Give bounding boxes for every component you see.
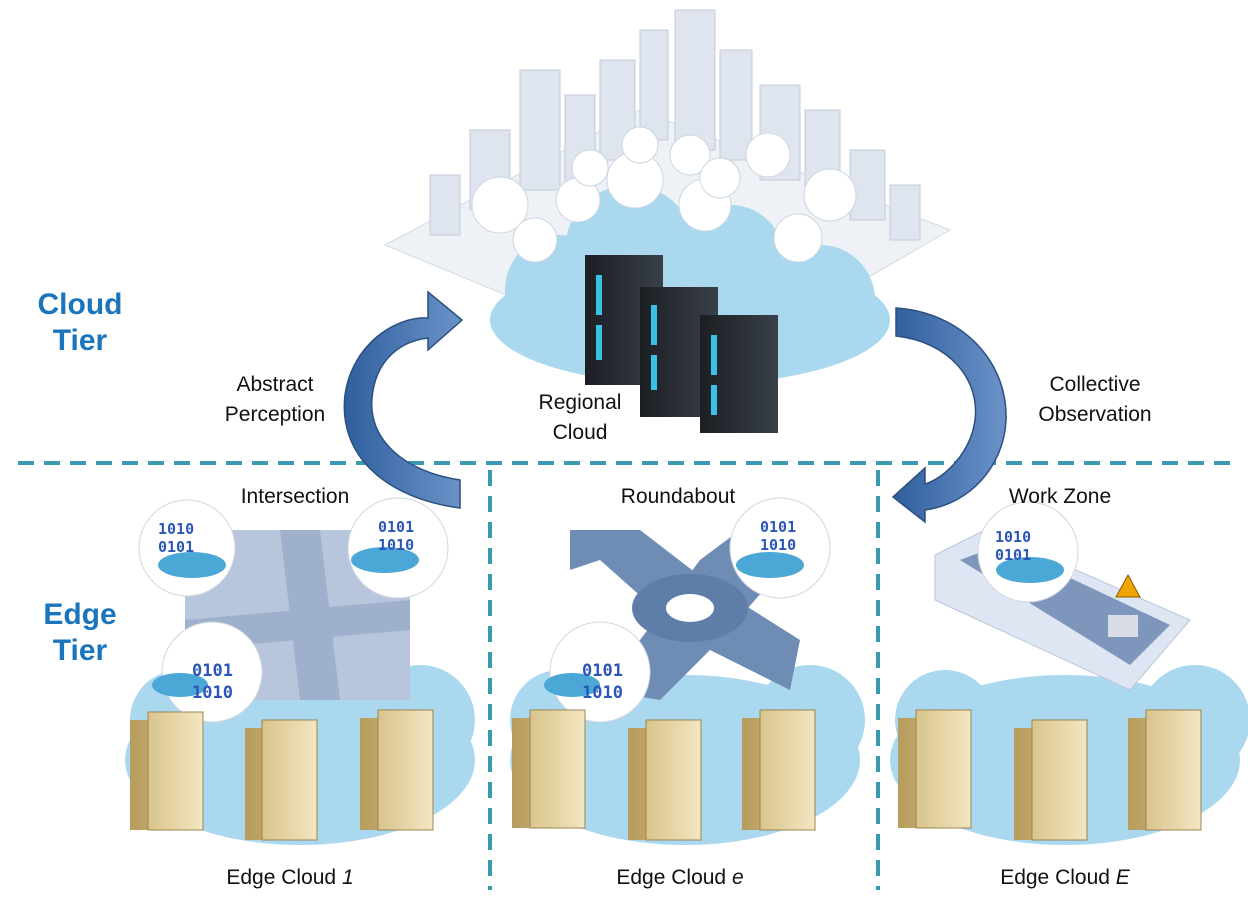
scene-title-intersection: Intersection [240, 485, 350, 508]
abstract-perception-arrow [343, 290, 464, 509]
city-car-bubbles [471, 126, 857, 263]
scene-title-work-zone: Work Zone [1008, 485, 1112, 508]
regional-server-racks [585, 255, 778, 433]
edge-servers [130, 709, 1202, 841]
edge-cars [152, 547, 1064, 697]
collective-observation-arrow [891, 307, 1007, 524]
scene-title-roundabout: Roundabout [620, 485, 736, 508]
edge-cloud-label-1: Edge Cloud 1 [226, 866, 354, 889]
edge-cloud-label-e: Edge Cloud e [616, 866, 744, 889]
edge-cloud-label-E: Edge Cloud E [1000, 866, 1130, 889]
